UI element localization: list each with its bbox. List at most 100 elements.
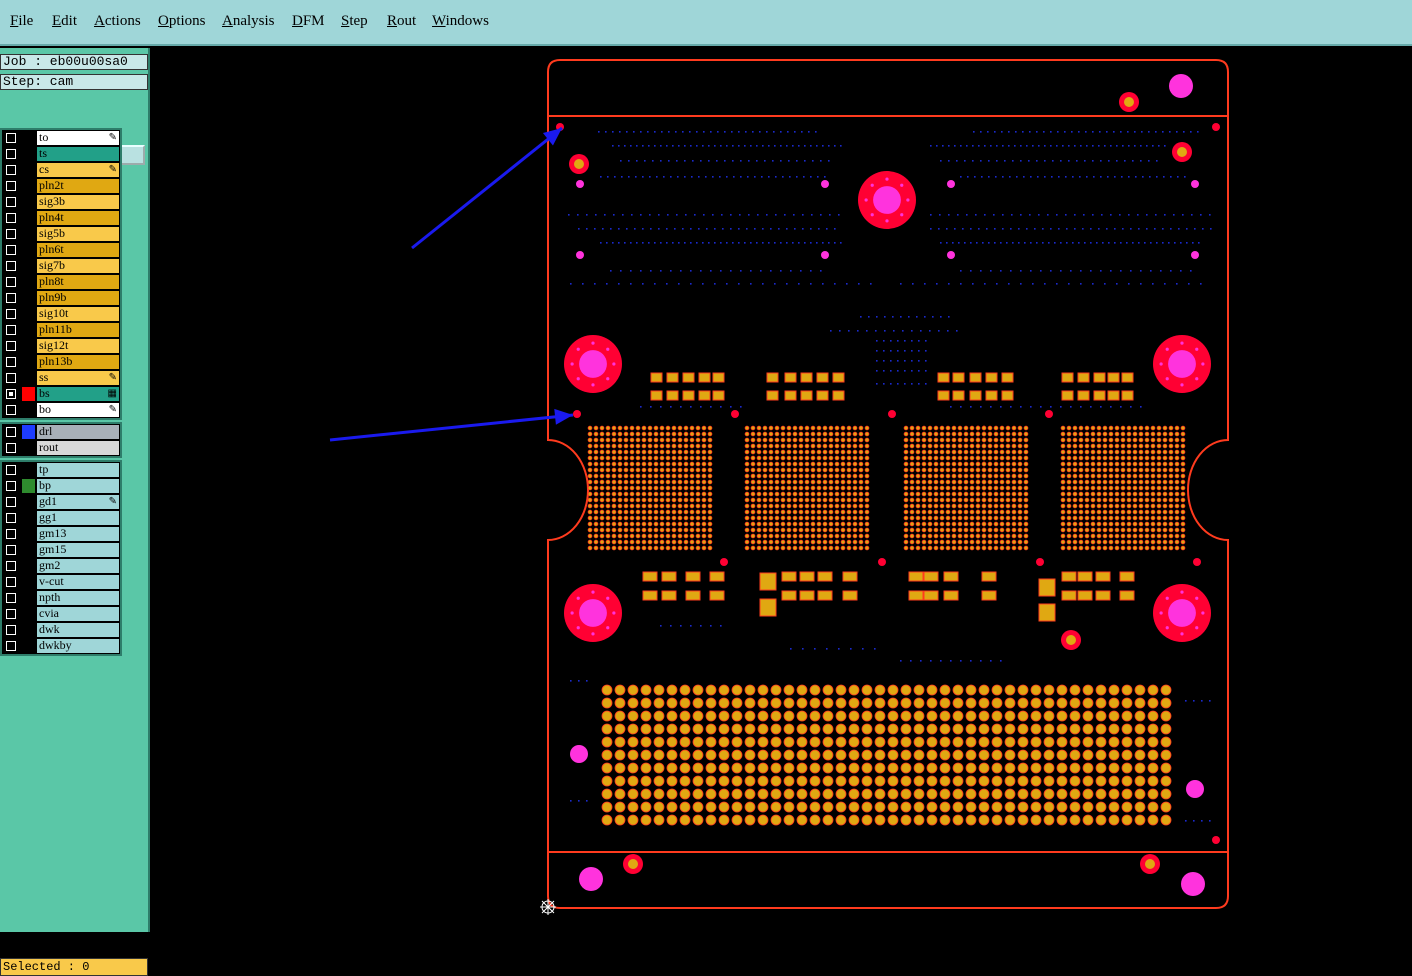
layer-checkbox[interactable] (6, 497, 16, 507)
layer-checkbox[interactable] (6, 609, 16, 619)
graphics-canvas[interactable] (152, 48, 1412, 932)
layer-color-swatch[interactable] (22, 323, 35, 337)
layer-row-dwkby[interactable]: dwkby (2, 638, 120, 654)
menu-options[interactable]: Options (158, 13, 206, 29)
layer-color-swatch[interactable] (22, 179, 35, 193)
layer-checkbox[interactable] (6, 373, 16, 383)
layer-checkbox[interactable] (6, 261, 16, 271)
layer-row-pln8t[interactable]: pln8t (2, 274, 120, 290)
layer-name-label[interactable]: cs✎ (37, 162, 119, 177)
layer-color-swatch[interactable] (22, 291, 35, 305)
layer-checkbox[interactable] (6, 405, 16, 415)
layer-row-gm15[interactable]: gm15 (2, 542, 120, 558)
layer-name-label[interactable]: pln9b (37, 291, 119, 305)
layer-color-swatch[interactable] (22, 511, 35, 525)
layer-checkbox[interactable] (6, 197, 16, 207)
layer-name-label[interactable]: sig5b (37, 227, 119, 241)
layer-row-gd1[interactable]: gd1✎ (2, 494, 120, 510)
layer-color-swatch[interactable] (22, 227, 35, 241)
layer-checkbox[interactable] (6, 561, 16, 571)
layer-name-label[interactable]: dwkby (37, 639, 119, 653)
layer-name-label[interactable]: sig12t (37, 339, 119, 353)
layer-name-label[interactable]: pln8t (37, 275, 119, 289)
layer-row-tp[interactable]: tp (2, 462, 120, 478)
layer-checkbox[interactable] (6, 593, 16, 603)
layer-name-label[interactable]: gd1✎ (37, 494, 119, 509)
layer-color-swatch[interactable] (22, 243, 35, 257)
layer-name-label[interactable]: gg1 (37, 511, 119, 525)
layer-checkbox[interactable] (6, 481, 16, 491)
menu-analysis[interactable]: Analysis (222, 13, 275, 29)
layer-name-label[interactable]: ss✎ (37, 370, 119, 385)
layer-color-swatch[interactable] (22, 355, 35, 369)
layer-row-sig5b[interactable]: sig5b (2, 226, 120, 242)
layer-color-swatch[interactable] (22, 527, 35, 541)
layer-color-swatch[interactable] (22, 339, 35, 353)
layer-checkbox[interactable] (6, 213, 16, 223)
layer-color-swatch[interactable] (22, 495, 35, 509)
layer-name-label[interactable]: pln4t (37, 211, 119, 225)
layer-name-label[interactable]: v-cut (37, 575, 119, 589)
layer-name-label[interactable]: npth (37, 591, 119, 605)
layer-row-pln9b[interactable]: pln9b (2, 290, 120, 306)
layer-checkbox[interactable] (6, 577, 16, 587)
layer-name-label[interactable]: to✎ (37, 130, 119, 145)
layer-checkbox[interactable] (6, 181, 16, 191)
layer-name-label[interactable]: pln2t (37, 179, 119, 193)
layer-checkbox[interactable] (6, 229, 16, 239)
layer-row-bo[interactable]: bo✎ (2, 402, 120, 418)
layer-row-cvia[interactable]: cvia (2, 606, 120, 622)
layer-checkbox[interactable] (6, 427, 16, 437)
layer-color-swatch[interactable] (22, 403, 35, 417)
layer-name-label[interactable]: sig7b (37, 259, 119, 273)
menu-step[interactable]: Step (341, 13, 368, 29)
layer-row-gg1[interactable]: gg1 (2, 510, 120, 526)
layer-color-swatch[interactable] (22, 639, 35, 653)
layer-row-rout[interactable]: rout (2, 440, 120, 456)
menu-edit[interactable]: Edit (52, 13, 78, 29)
layer-name-label[interactable]: ts (37, 147, 119, 161)
layer-row-pln2t[interactable]: pln2t (2, 178, 120, 194)
layer-checkbox[interactable] (6, 641, 16, 651)
layer-checkbox[interactable] (6, 513, 16, 523)
layer-checkbox[interactable] (6, 149, 16, 159)
layer-checkbox[interactable] (6, 309, 16, 319)
layer-name-label[interactable]: tp (37, 463, 119, 477)
layer-row-cs[interactable]: cs✎ (2, 162, 120, 178)
layer-color-swatch[interactable] (22, 441, 35, 455)
layer-row-to[interactable]: to✎ (2, 130, 120, 146)
layer-color-swatch[interactable] (22, 575, 35, 589)
layer-row-sig10t[interactable]: sig10t (2, 306, 120, 322)
layer-name-label[interactable]: drl (37, 425, 119, 439)
layer-row-gm13[interactable]: gm13 (2, 526, 120, 542)
layer-row-ts[interactable]: ts (2, 146, 120, 162)
layer-row-pln4t[interactable]: pln4t (2, 210, 120, 226)
layer-checkbox[interactable] (6, 165, 16, 175)
layer-checkbox[interactable] (6, 357, 16, 367)
layer-color-swatch[interactable] (22, 131, 35, 145)
layer-checkbox[interactable] (6, 341, 16, 351)
layer-name-label[interactable]: sig10t (37, 307, 119, 321)
layer-name-label[interactable]: rout (37, 441, 119, 455)
layer-name-label[interactable]: gm13 (37, 527, 119, 541)
layer-color-swatch[interactable] (22, 371, 35, 385)
layer-color-swatch[interactable] (22, 307, 35, 321)
layer-name-label[interactable]: sig3b (37, 195, 119, 209)
layer-name-label[interactable]: bs▦ (37, 386, 119, 401)
layer-row-sig3b[interactable]: sig3b (2, 194, 120, 210)
layer-name-label[interactable]: pln11b (37, 323, 119, 337)
layer-checkbox[interactable] (6, 133, 16, 143)
layer-row-pln13b[interactable]: pln13b (2, 354, 120, 370)
layer-row-pln6t[interactable]: pln6t (2, 242, 120, 258)
layer-checkbox[interactable] (6, 625, 16, 635)
layer-color-swatch[interactable] (22, 147, 35, 161)
layer-row-v-cut[interactable]: v-cut (2, 574, 120, 590)
layer-color-swatch[interactable] (22, 623, 35, 637)
menu-rout[interactable]: Rout (387, 13, 417, 29)
layer-row-sig12t[interactable]: sig12t (2, 338, 120, 354)
layer-name-label[interactable]: dwk (37, 623, 119, 637)
layer-checkbox[interactable] (6, 465, 16, 475)
layer-checkbox[interactable] (6, 293, 16, 303)
layer-row-bs[interactable]: bs▦ (2, 386, 120, 402)
menu-windows[interactable]: Windows (432, 13, 489, 29)
